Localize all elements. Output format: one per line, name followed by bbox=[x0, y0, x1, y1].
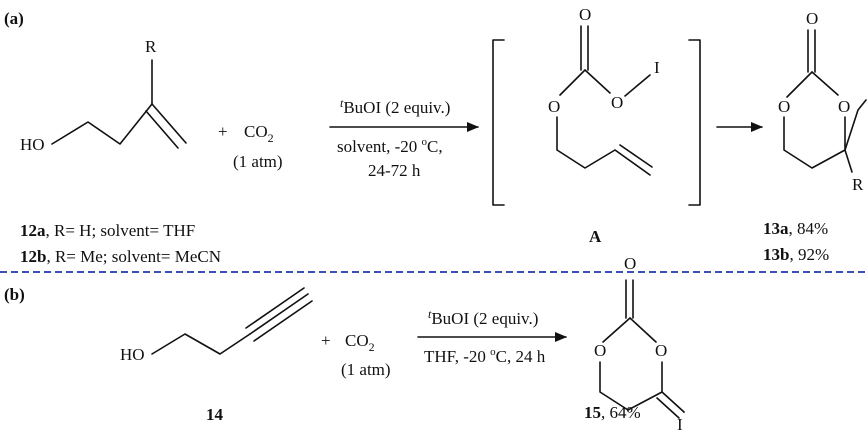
alkynol-structure: HO bbox=[120, 287, 313, 364]
compound-12b-label: 12b, R= Me; solvent= MeCN bbox=[20, 247, 221, 266]
product-ring-o-right: O bbox=[838, 97, 850, 116]
compound-13a-label: 13a, 84% bbox=[763, 219, 828, 238]
iodomethylene-carbonate-15-structure: O O O I bbox=[594, 254, 685, 431]
iodine-label: I bbox=[654, 58, 660, 77]
co2-pressure-label: (1 atm) bbox=[233, 152, 283, 171]
substituent-r-label: R bbox=[145, 37, 157, 56]
product-r-label: R bbox=[852, 175, 864, 194]
alkenol-structure: HO R bbox=[20, 37, 187, 154]
intermediate-label: A bbox=[589, 227, 602, 246]
product-b-iodine: I bbox=[677, 415, 683, 431]
panel-a-label: (a) bbox=[4, 9, 24, 28]
co2-pressure-label-b: (1 atm) bbox=[341, 360, 391, 379]
cyclic-carbonate-13-structure: O O O R bbox=[778, 9, 867, 194]
product-b-carbonyl-o: O bbox=[624, 254, 636, 273]
left-bracket bbox=[492, 39, 505, 206]
conditions-line1-a: solvent, -20 oC, bbox=[337, 136, 443, 156]
co2-label-b: CO2 bbox=[345, 331, 375, 354]
compound-12a-label: 12a, R= H; solvent= THF bbox=[20, 221, 195, 240]
product-ring-o-left: O bbox=[778, 97, 790, 116]
plus-sign: + bbox=[218, 122, 228, 141]
reagent-label-b: tBuOI (2 equiv.) bbox=[428, 307, 538, 328]
product-b-ring-o-right: O bbox=[655, 341, 667, 360]
carbonyl-o-label: O bbox=[579, 5, 591, 24]
reagent-label-a: tBuOI (2 equiv.) bbox=[340, 96, 450, 117]
conditions-b: THF, -20 oC, 24 h bbox=[424, 346, 546, 366]
co2-label: CO2 bbox=[244, 122, 274, 145]
panel-b-label: (b) bbox=[4, 285, 25, 304]
compound-13b-label: 13b, 92% bbox=[763, 245, 829, 264]
product-carbonyl-o: O bbox=[806, 9, 818, 28]
compound-15-label: 15, 64% bbox=[584, 403, 641, 422]
compound-14-label: 14 bbox=[206, 405, 224, 424]
intermediate-a-structure: O O O I A bbox=[492, 5, 701, 246]
hydroxyl-label: HO bbox=[20, 135, 45, 154]
hypoiodite-o-label: O bbox=[611, 93, 623, 112]
conditions-line2-a: 24-72 h bbox=[368, 161, 421, 180]
right-bracket bbox=[688, 39, 701, 206]
ester-o-label: O bbox=[548, 97, 560, 116]
plus-sign-b: + bbox=[321, 331, 331, 350]
hydroxyl-label-b: HO bbox=[120, 345, 145, 364]
product-b-ring-o-left: O bbox=[594, 341, 606, 360]
